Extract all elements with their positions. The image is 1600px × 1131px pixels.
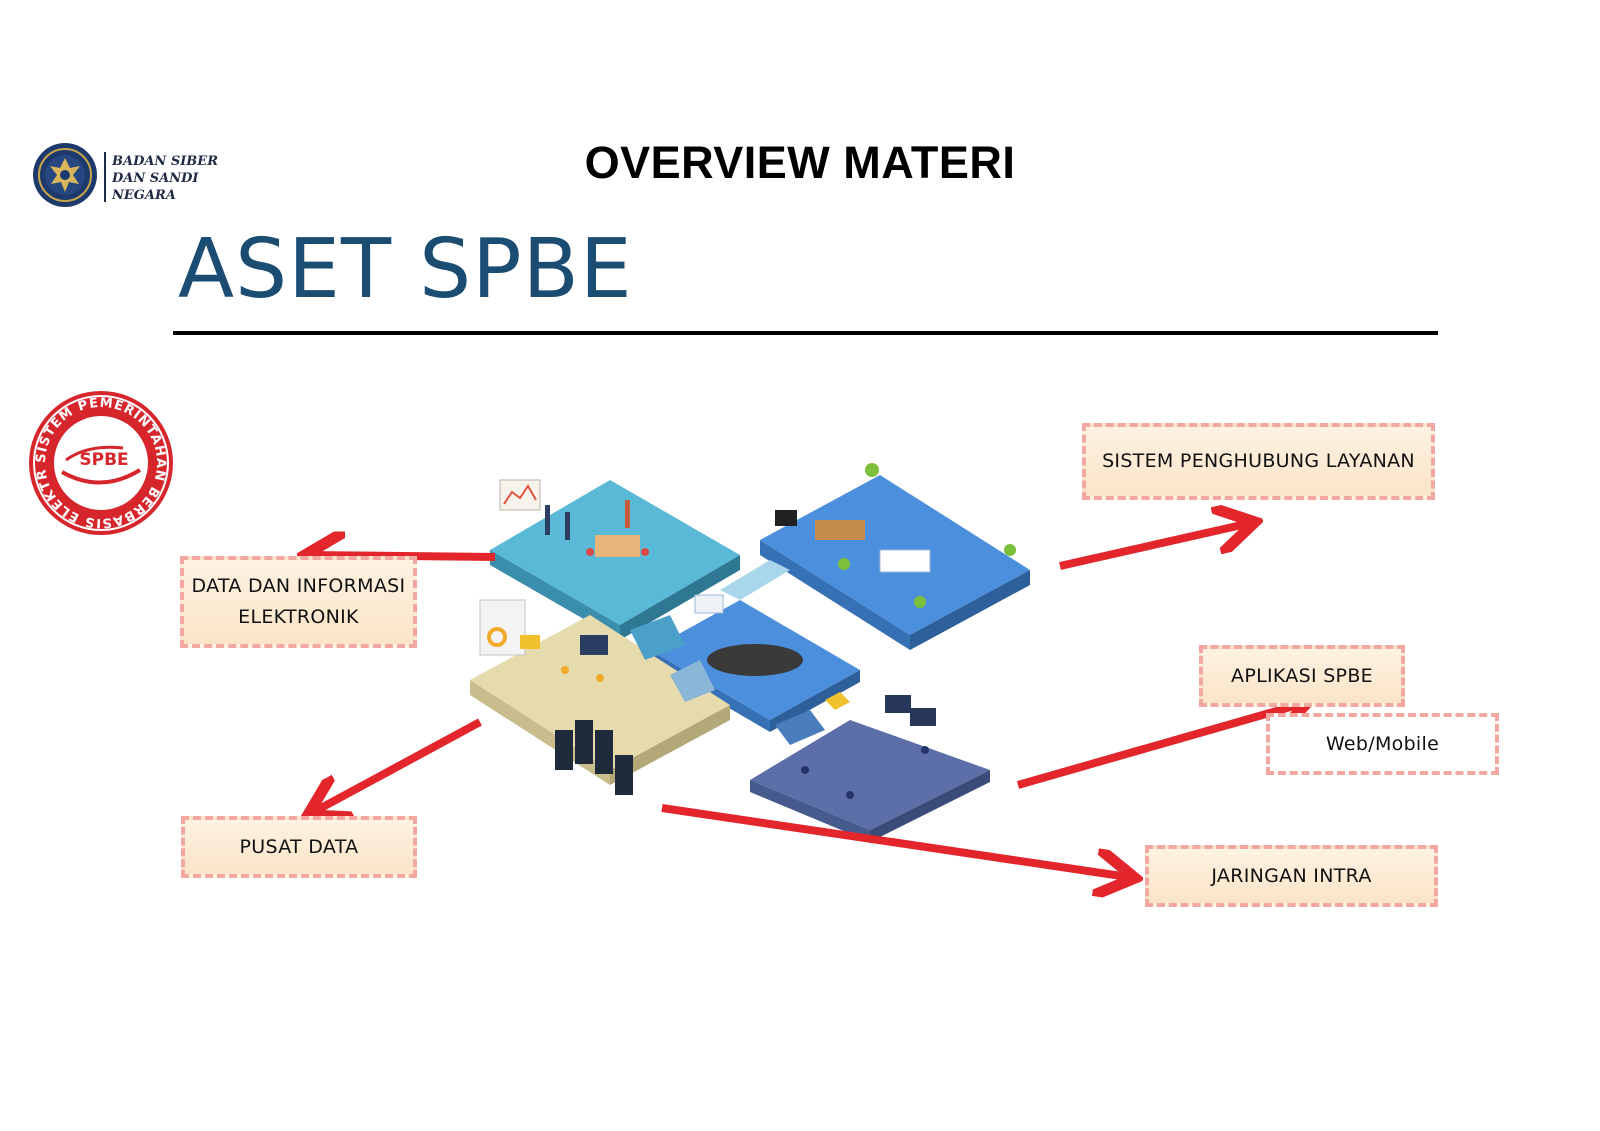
- label-sistem-text: SISTEM PENGHUBUNG LAYANAN: [1102, 450, 1415, 472]
- page-heading: ASET SPBE: [178, 222, 633, 317]
- spbe-seal-icon: SISTEM PEMERINTAHAN BERBASIS ELEKTRONIK …: [28, 390, 173, 535]
- arrow-to-sistem: [1059, 522, 1255, 570]
- meeting-room-platform: [490, 479, 740, 640]
- label-sistem-penghubung-layanan: SISTEM PENGHUBUNG LAYANAN: [1082, 423, 1435, 500]
- label-aplikasi-text: APLIKASI SPBE: [1231, 664, 1373, 687]
- label-web-text: Web/Mobile: [1325, 732, 1440, 755]
- label-data-text: DATA DAN INFORMASI ELEKTRONIK: [191, 575, 406, 628]
- seal-center-text: SPBE: [79, 450, 128, 470]
- label-jaringan-text: JARINGAN INTRA: [1211, 864, 1372, 887]
- bssn-logo: BADAN SIBER DAN SANDI NEGARA: [32, 142, 242, 212]
- label-aplikasi-spbe: APLIKASI SPBE: [1199, 645, 1405, 707]
- label-web-mobile: Web/Mobile: [1266, 713, 1499, 775]
- arrow-to-pusat: [308, 718, 482, 815]
- stairs: [630, 615, 825, 745]
- heading-underline: [173, 331, 1438, 335]
- slide-title: OVERVIEW MATERI: [584, 137, 1016, 188]
- label-pusat-data: PUSAT DATA: [181, 816, 417, 878]
- organization-name: BADAN SIBER DAN SANDI NEGARA: [112, 154, 219, 203]
- label-jaringan-intra: JARINGAN INTRA: [1145, 845, 1438, 907]
- isometric-office-illustration: [470, 463, 1030, 842]
- logo-divider: [104, 152, 106, 202]
- reception-platform: [760, 463, 1030, 650]
- label-pusat-text: PUSAT DATA: [239, 835, 359, 858]
- bssn-emblem-icon: [33, 143, 97, 207]
- data-center-platform: [470, 599, 730, 795]
- label-data-informasi-elektronik: DATA DAN INFORMASI ELEKTRONIK: [180, 556, 417, 648]
